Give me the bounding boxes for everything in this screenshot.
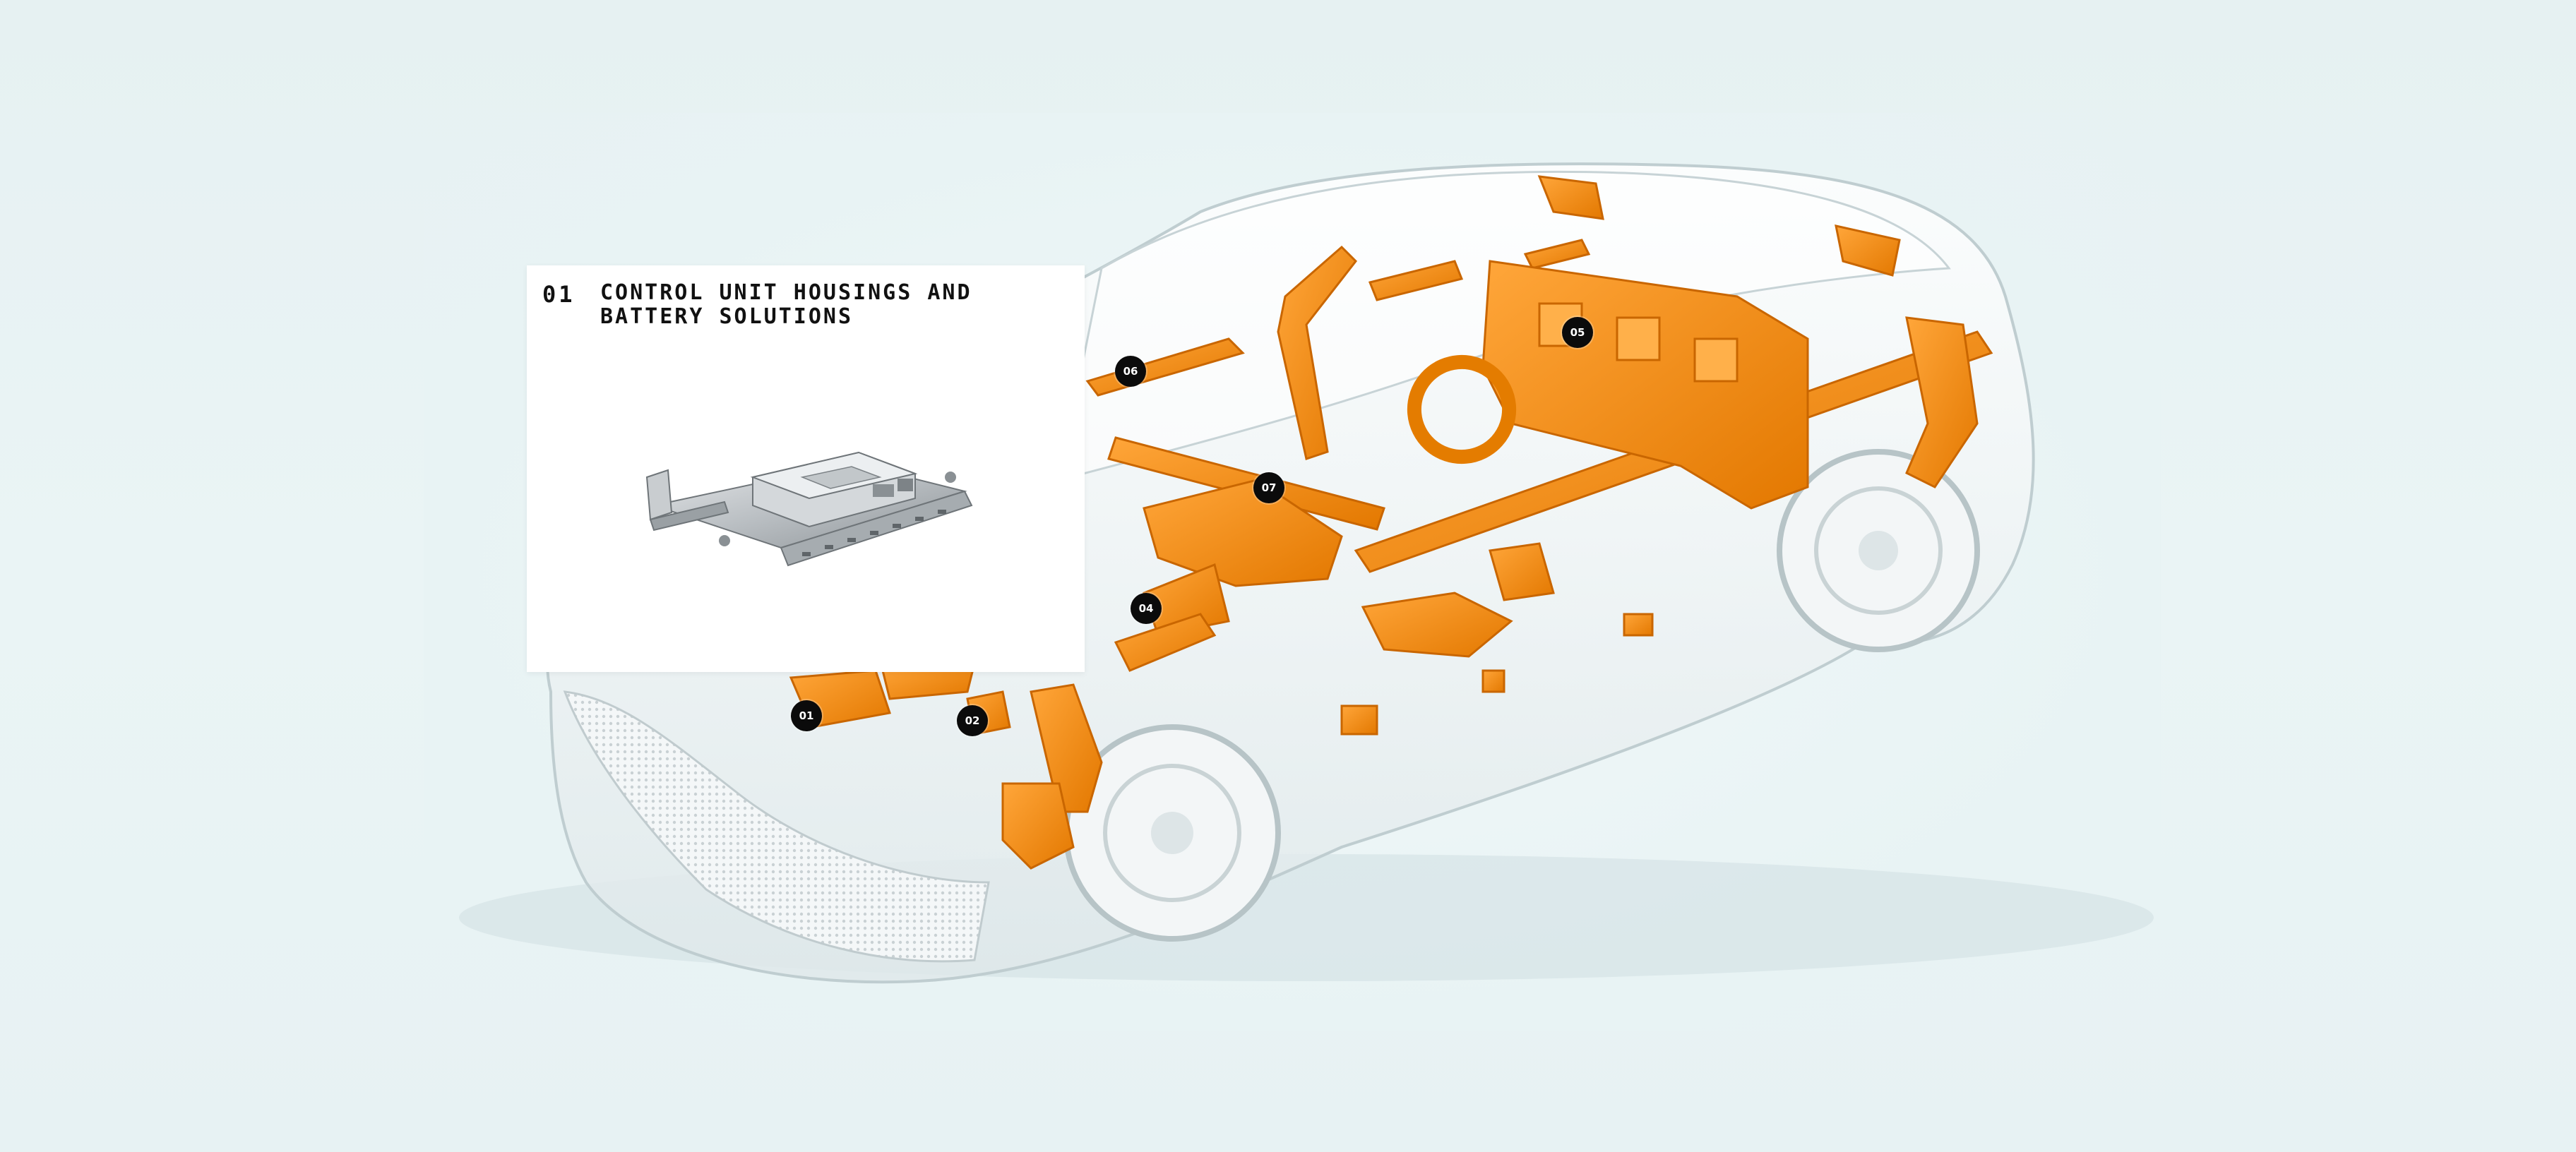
part-number: 01 xyxy=(542,281,576,308)
control-unit-housing-image xyxy=(645,451,973,567)
rear-wheel xyxy=(1777,449,1980,652)
hotspot-01[interactable]: 01 xyxy=(791,700,822,731)
part-title-line-2: BATTERY SOLUTIONS xyxy=(600,304,854,329)
hotspot-02[interactable]: 02 xyxy=(957,705,988,736)
part-title: CONTROL UNIT HOUSINGS AND BATTERY SOLUTI… xyxy=(600,281,1052,329)
hotspot-05[interactable]: 05 xyxy=(1562,317,1593,348)
hotspot-06[interactable]: 06 xyxy=(1115,356,1146,387)
hotspot-07[interactable]: 07 xyxy=(1253,472,1284,503)
front-grille xyxy=(563,690,990,963)
hotspot-04[interactable]: 04 xyxy=(1131,593,1162,624)
part-info-card: 01 CONTROL UNIT HOUSINGS AND BATTERY SOL… xyxy=(527,265,1085,672)
part-title-line-1: CONTROL UNIT HOUSINGS AND xyxy=(600,280,972,305)
